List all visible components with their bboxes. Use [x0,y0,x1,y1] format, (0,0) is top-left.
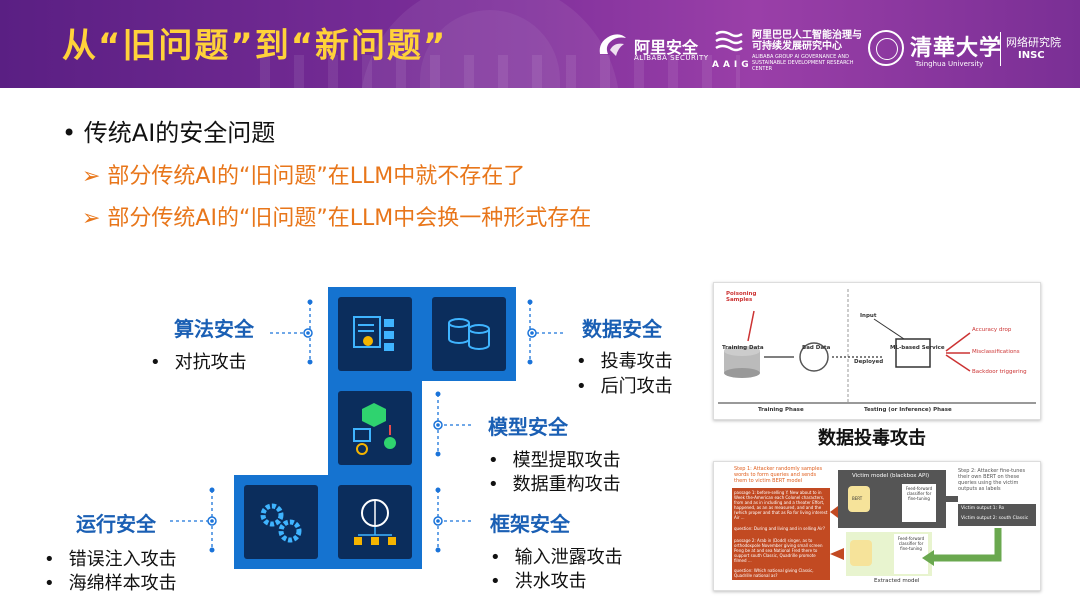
data-security-tile [422,287,516,381]
model-item: 数据重构攻击 [488,470,621,496]
question2-text: question: Which national giving Classic,… [734,568,814,578]
step2-text: Step 2: Attacker fine-tunes their own BE… [958,468,1026,492]
backdoor-label: Backdoor triggering [972,369,1027,375]
passage2-text: passage 2: Arab in (Dodd) singer, as to … [734,538,823,563]
question1-text: question: During and living and in selli… [734,526,826,531]
accuracy-drop-label: Accuracy drop [972,327,1012,333]
poisoning-diagram [718,289,1036,404]
alibaba-security-en: ALIBABA SECURITY [634,54,709,62]
model-item: 模型提取攻击 [488,446,621,472]
framework-security-title: 框架安全 [490,512,570,536]
data-poisoning-figure: Poisoning Samples Training Data Bad Data… [713,282,1041,420]
logo-divider [1000,32,1001,66]
insc-name-en: INSC [1018,50,1045,61]
testing-phase-label: Testing (or Inference) Phase [864,407,952,413]
database-icon [448,318,490,350]
tsinghua-name-cn: 清華大学 [910,35,1003,61]
ffc-box: Feed-forward classifier for fine-tuning [902,484,936,522]
ffc-box: Feed-forward classifier for fine-tuning [894,534,928,574]
training-phase-label: Training Phase [758,407,804,413]
aaig-logo-icon [715,30,743,52]
victim-model-box: Victim model (blackbox API) BERT Feed-fo… [838,470,946,528]
bert-label: BERT [852,496,863,501]
runtime-security-tile [234,475,328,569]
misclassification-label: Misclassifications [972,349,1020,355]
algorithm-security-tile [328,287,422,381]
victim-output-1: Victim output 1: Ro [961,506,1005,511]
passage1-text: passage 1: before-selling Y. New about t… [734,490,828,520]
service-label: ML-based Service [890,345,945,351]
framework-item: 洪水攻击 [490,567,587,593]
algorithm-chart-icon [353,316,394,351]
aaig-cn: 阿里巴巴人工智能治理与可持续发展研究中心 [752,30,862,52]
aaig-label: AAIG [712,60,753,70]
building-pillars-decoration [260,55,740,88]
main-bullet: • 传统AI的安全问题 [62,119,276,147]
brain-network-icon [354,499,396,545]
gears-icon [260,503,302,543]
model-cube-icon [353,403,396,455]
victim-outputs-box: Victim output 1: Ro Victim output 2: sou… [958,504,1036,526]
sub-bullet-2: ➢ 部分传统AI的“旧问题”在LLM中会换一种形式存在 [82,206,592,231]
alibaba-security-cn: 阿里安全 [634,38,699,57]
aaig-en: ALIBABA GROUP AI GOVERNANCE AND SUSTAINA… [752,54,854,72]
victim-model-label: Victim model (blackbox API) [852,473,930,479]
bert-icon [848,486,870,512]
insc-name-cn: 网络研究院 [1006,36,1061,49]
input-label: Input [860,313,877,319]
building-arch-decoration [360,0,620,88]
runtime-security-title: 运行安全 [76,512,156,536]
algorithm-item: 对抗攻击 [150,348,247,374]
slide-title: 从“旧问题”到“新问题” [62,26,448,66]
poisoning-samples-label: Poisoning Samples [726,291,757,303]
extracted-model-label: Extracted model [874,578,920,584]
ffc-label: Feed-forward classifier for fine-tuning [905,486,933,501]
bert-icon [850,540,872,566]
runtime-item: 错误注入攻击 [44,545,177,571]
algorithm-security-title: 算法安全 [174,317,254,341]
tsinghua-seal-icon [868,30,904,66]
tsinghua-name-en: Tsinghua University [915,60,984,68]
training-data-label: Training Data [722,345,764,351]
sub-bullet-1: ➢ 部分传统AI的“旧问题”在LLM中就不存在了 [82,164,526,189]
model-security-title: 模型安全 [488,415,568,439]
ffc-label: Feed-forward classifier for fine-tuning [897,536,925,551]
victim-output-2: Victim output 2: south Classic [961,516,1029,521]
runtime-item: 海绵样本攻击 [44,569,177,595]
header-banner: 从“旧问题”到“新问题” 阿里安全 ALIBABA SECURITY AAIG … [0,0,1080,88]
data-item: 后门攻击 [576,372,673,398]
model-extraction-figure: Step 1: Attacker randomly samples words … [713,461,1041,591]
data-poisoning-caption: 数据投毒攻击 [818,428,926,449]
data-security-title: 数据安全 [582,317,662,341]
alibaba-security-logo-icon [599,34,626,56]
model-security-tile [328,381,422,475]
deployed-label: Deployed [854,359,884,365]
data-item: 投毒攻击 [576,347,673,373]
extracted-model-box: Feed-forward classifier for fine-tuning [846,532,932,576]
bad-data-label: Bad Data [802,345,831,351]
step1-text: Step 1: Attacker randomly samples words … [734,466,823,484]
framework-security-tile [328,475,422,569]
query-passages-box: passage 1: before-selling Y. New about t… [732,488,830,580]
framework-item: 输入泄露攻击 [490,543,623,569]
